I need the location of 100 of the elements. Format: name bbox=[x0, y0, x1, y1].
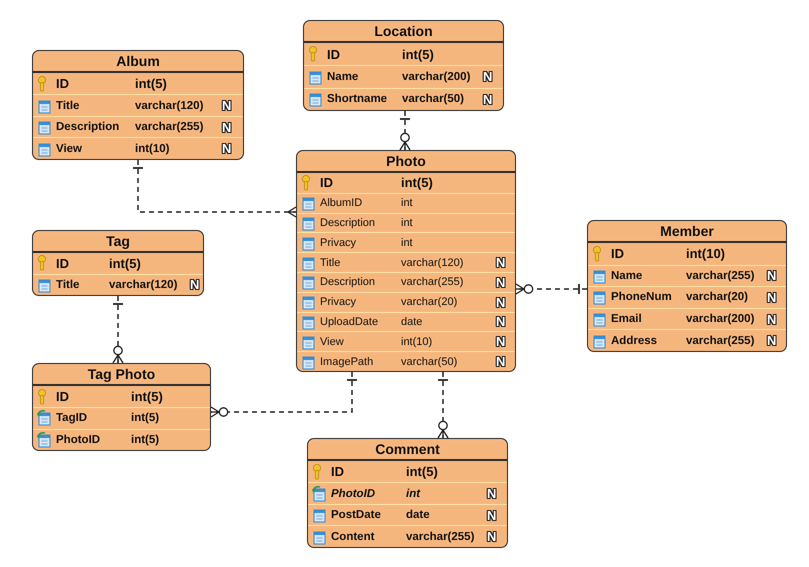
column-type: varchar(120) bbox=[135, 100, 204, 112]
table-row bbox=[33, 137, 243, 159]
column-type: int bbox=[401, 197, 414, 210]
nullable-marker: N bbox=[496, 294, 506, 310]
nullable-marker: N bbox=[496, 274, 506, 290]
column-name: View bbox=[56, 142, 83, 155]
table-row bbox=[308, 525, 507, 547]
column-type: int(5) bbox=[109, 256, 142, 271]
column-name: ID bbox=[56, 256, 70, 271]
nullable-marker: N bbox=[487, 508, 496, 523]
table-header: Album bbox=[33, 51, 243, 73]
table-header: Location bbox=[304, 21, 503, 43]
nullable-marker: N bbox=[487, 529, 496, 544]
relationship-line bbox=[132, 160, 297, 218]
column-name: TagID bbox=[56, 412, 88, 424]
relationship-line bbox=[515, 283, 587, 295]
nullable-marker: N bbox=[767, 333, 776, 348]
column-name: Name bbox=[327, 70, 360, 83]
table-row bbox=[308, 482, 507, 504]
relationship-line bbox=[437, 372, 449, 439]
entity-table bbox=[303, 20, 504, 111]
table-row bbox=[297, 351, 515, 371]
entity-table bbox=[32, 50, 244, 160]
nullable-marker: N bbox=[767, 268, 776, 284]
nullable-marker: N bbox=[496, 314, 506, 330]
table-row bbox=[297, 192, 515, 213]
entity-table bbox=[296, 150, 516, 372]
column-name: AlbumID bbox=[320, 197, 364, 210]
table-header: Tag Photo bbox=[33, 364, 210, 386]
nullable-marker: N bbox=[222, 98, 232, 114]
table-row bbox=[297, 232, 515, 252]
relationship-line bbox=[399, 111, 411, 151]
column-type: date bbox=[401, 316, 424, 328]
column-type: varchar(255) bbox=[686, 334, 756, 347]
column-name: Content bbox=[331, 530, 376, 543]
column-type: int bbox=[401, 236, 414, 249]
table-row bbox=[308, 504, 507, 526]
table-row bbox=[588, 308, 786, 330]
column-name: Address bbox=[611, 334, 658, 347]
nullable-marker: N bbox=[487, 486, 496, 502]
table-row bbox=[33, 274, 203, 295]
column-name: ImagePath bbox=[320, 356, 374, 368]
column-type: varchar(255) bbox=[401, 276, 464, 288]
table-row bbox=[33, 94, 243, 116]
column-type: varchar(50) bbox=[402, 93, 466, 106]
column-name: Description bbox=[320, 216, 376, 229]
table-row bbox=[33, 116, 243, 138]
column-type: int(10) bbox=[401, 336, 434, 348]
column-name: ID bbox=[56, 389, 70, 404]
column-name: Description bbox=[320, 276, 376, 288]
nullable-marker: N bbox=[496, 334, 506, 350]
column-type: varchar(255) bbox=[135, 121, 204, 134]
column-type: varchar(50) bbox=[401, 356, 458, 368]
table-row bbox=[588, 329, 786, 351]
column-type: varchar(255) bbox=[406, 530, 476, 543]
column-name: Title bbox=[56, 278, 80, 291]
column-type: int bbox=[401, 216, 414, 229]
column-type: int(5) bbox=[131, 389, 164, 404]
column-name: UploadDate bbox=[320, 316, 380, 328]
column-name: Title bbox=[320, 256, 342, 269]
column-name: ID bbox=[331, 464, 345, 480]
column-type: varchar(20) bbox=[401, 296, 458, 308]
column-name: View bbox=[320, 336, 345, 348]
column-name: Name bbox=[611, 270, 644, 282]
entity-table bbox=[32, 363, 211, 451]
table-header: Comment bbox=[308, 439, 507, 461]
table-row bbox=[297, 272, 515, 292]
column-type: int(5) bbox=[131, 434, 160, 446]
column-name: Description bbox=[56, 121, 120, 134]
entity-table bbox=[307, 438, 508, 548]
column-type: int(5) bbox=[402, 46, 435, 62]
column-type: int(5) bbox=[406, 464, 439, 480]
column-type: varchar(120) bbox=[109, 278, 178, 291]
column-type: int(10) bbox=[135, 142, 170, 155]
table-header: Member bbox=[588, 221, 786, 243]
column-type: int(5) bbox=[135, 76, 168, 92]
table-row bbox=[588, 264, 786, 286]
column-name: ID bbox=[327, 46, 341, 62]
column-name: ID bbox=[56, 76, 70, 92]
column-type: date bbox=[406, 509, 431, 522]
table-row bbox=[297, 252, 515, 272]
nullable-marker: N bbox=[483, 69, 492, 84]
relationship-line bbox=[112, 296, 124, 364]
column-type: varchar(20) bbox=[686, 291, 750, 304]
column-type: varchar(200) bbox=[686, 313, 756, 326]
nullable-marker: N bbox=[222, 120, 232, 135]
column-name: PhoneNum bbox=[611, 291, 673, 304]
nullable-marker: N bbox=[483, 92, 492, 107]
entity-table bbox=[587, 220, 787, 352]
column-type: varchar(120) bbox=[401, 256, 464, 269]
column-type: varchar(255) bbox=[686, 270, 756, 282]
column-name: Shortname bbox=[327, 93, 388, 106]
column-type: varchar(200) bbox=[402, 70, 472, 83]
nullable-marker: N bbox=[190, 277, 200, 292]
column-name: ID bbox=[611, 246, 625, 262]
column-name: ID bbox=[320, 175, 334, 190]
column-name: Email bbox=[611, 313, 643, 326]
relationship-line bbox=[210, 372, 358, 418]
column-name: Title bbox=[56, 100, 80, 112]
column-type: int(5) bbox=[131, 412, 160, 424]
